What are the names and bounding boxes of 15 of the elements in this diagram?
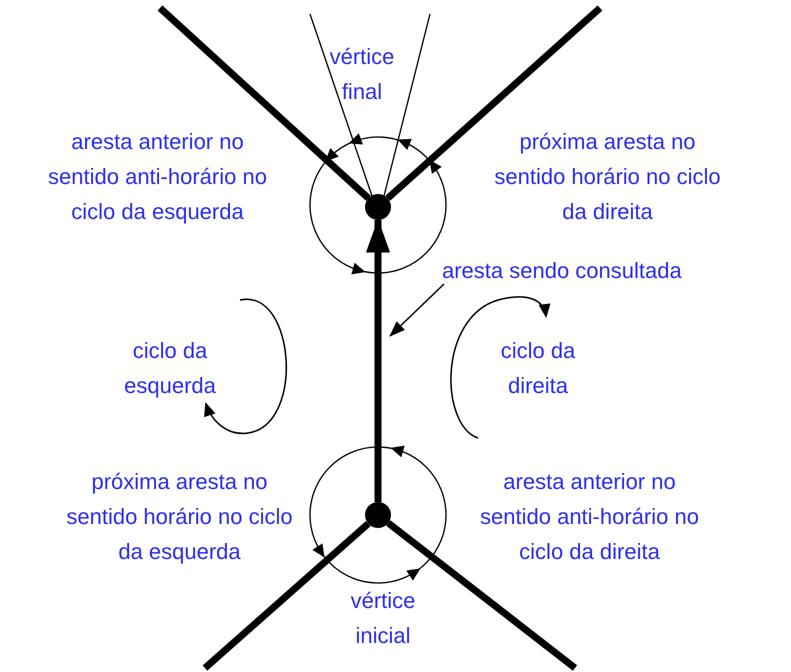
annotation-text: ciclo da esquerda: [123, 337, 217, 400]
edge-label: aresta sendo consultada: [442, 254, 704, 286]
edge-line: [158, 5, 371, 201]
edge-line: [366, 218, 390, 502]
annotation-text: próxima aresta no sentido horário no ciclo da direita: [493, 128, 722, 226]
edge-line: [386, 520, 578, 671]
annotation-text: ciclo da direita: [500, 337, 576, 400]
edge-line: [202, 521, 371, 671]
edge-line: [385, 5, 602, 201]
annotation-text: vértice final: [328, 43, 396, 106]
leader-line: [389, 283, 445, 337]
annotation-text: aresta anterior no sentido anti-horário no ciclo da direita: [479, 468, 700, 566]
annotation-text: aresta anterior no sentido anti-horário no ciclo da esquerda: [47, 128, 268, 226]
annotation-text: próxima aresta no sentido horário no ciclo da esquerda: [65, 468, 294, 566]
annotation-text: vértice inicial: [350, 587, 416, 650]
